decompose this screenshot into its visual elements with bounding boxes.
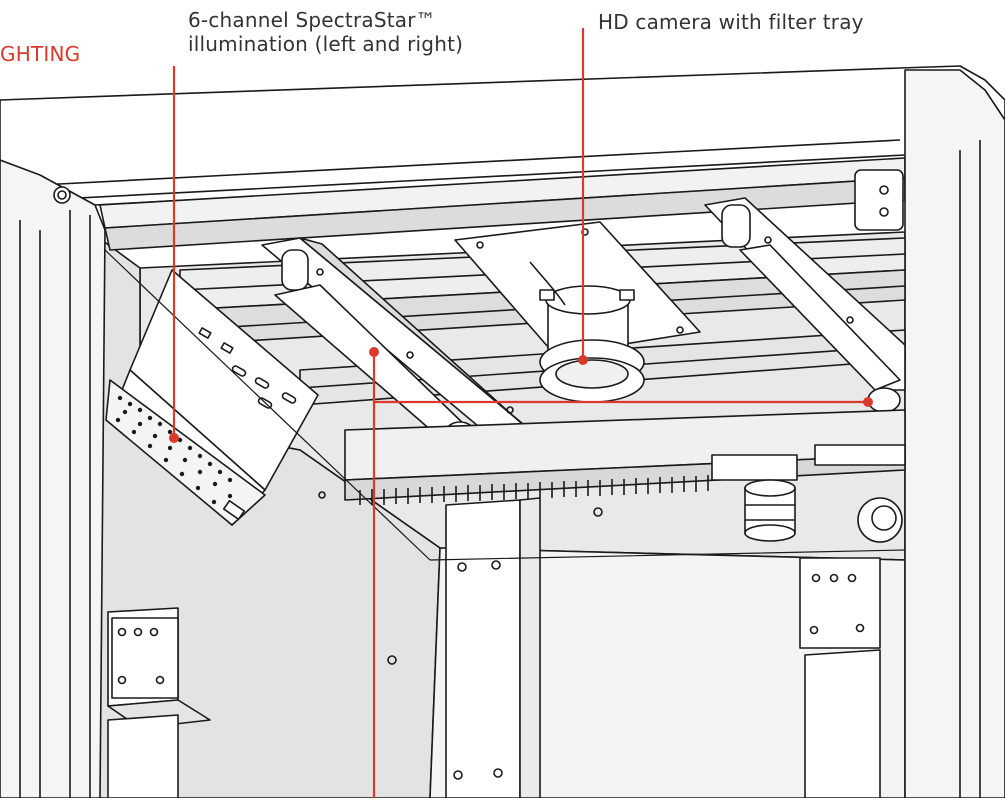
led-panel bbox=[105, 269, 319, 526]
right-post-edge bbox=[959, 140, 981, 798]
callout-lines bbox=[172, 28, 868, 798]
right-bracket bbox=[854, 169, 904, 231]
section-title-lighting: GHTING bbox=[0, 42, 81, 66]
center-mast bbox=[318, 406, 603, 799]
knob bbox=[857, 497, 903, 543]
lower-left-bracket bbox=[107, 607, 211, 799]
illumination-label-line1: 6-channel SpectraStar™ bbox=[188, 8, 436, 32]
illumination-label-line2: illumination (left and right) bbox=[188, 32, 464, 56]
right-post bbox=[904, 69, 1005, 799]
right-light-bar bbox=[704, 197, 906, 413]
heat-sink bbox=[344, 409, 906, 505]
callout-label-camera: HD camera with filter tray bbox=[598, 10, 864, 34]
callout-light-bars bbox=[372, 352, 868, 798]
callout-dots bbox=[169, 347, 873, 443]
left-post bbox=[0, 159, 106, 799]
top-frame-inner-edge bbox=[39, 139, 906, 201]
camera-body bbox=[529, 261, 645, 403]
secondary-lens bbox=[744, 479, 796, 542]
lower-right-bracket bbox=[799, 557, 881, 799]
callout-label-illumination: 6-channel SpectraStar™ illumination (lef… bbox=[188, 8, 463, 56]
